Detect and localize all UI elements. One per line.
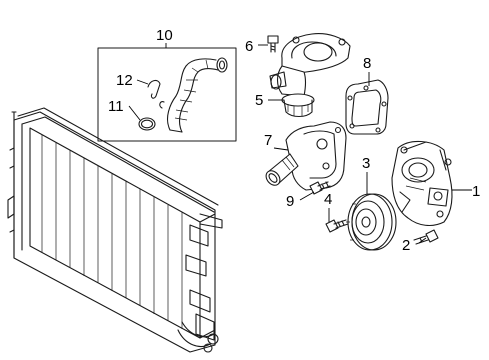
- callout-10: 10: [156, 27, 173, 44]
- callout-7: 7: [264, 132, 272, 149]
- callout-2: 2: [402, 237, 410, 254]
- callout-6: 6: [245, 38, 253, 55]
- water-pump: [391, 140, 453, 227]
- coolant-hose: [159, 57, 228, 133]
- bolt-2: [413, 229, 439, 245]
- pulley: [346, 193, 397, 251]
- callout-11: 11: [108, 98, 124, 115]
- hose-kit-box: [97, 47, 237, 142]
- bolt-9: [309, 181, 331, 195]
- callout-8: 8: [363, 55, 371, 72]
- o-ring: [138, 117, 156, 131]
- thermostat-housing: [269, 33, 351, 118]
- gasket: [345, 79, 389, 135]
- callout-labels: 1 2 3 4 5 6 7 8 9 10 11 12: [108, 27, 480, 254]
- hose-clip: [147, 79, 161, 99]
- callout-1: 1: [472, 183, 480, 200]
- callout-5: 5: [255, 92, 263, 109]
- callout-3: 3: [362, 155, 370, 172]
- radiator: [7, 107, 223, 353]
- bolt-6: [267, 35, 279, 53]
- callout-9: 9: [286, 193, 294, 210]
- callout-4: 4: [324, 191, 332, 208]
- callout-12: 12: [116, 72, 133, 89]
- leader-lines: [128, 43, 472, 244]
- bolt-4: [325, 219, 349, 233]
- coolant-outlet-housing: [265, 121, 347, 191]
